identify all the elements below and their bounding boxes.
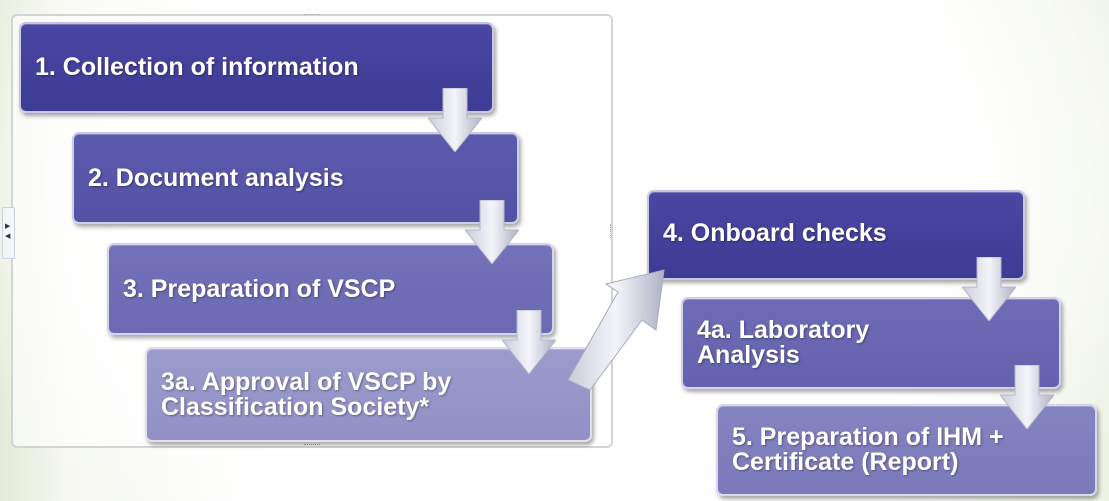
step-5-label: 5. Preparation of IHM + Certificate (Rep… (732, 423, 1004, 476)
arrow-down-icon (465, 200, 519, 264)
collapse-arrow-icon: ◀ (5, 233, 11, 240)
arrow-down-icon (1000, 365, 1054, 429)
step-4a-box[interactable]: 4a. Laboratory Analysis (681, 297, 1061, 389)
step-4a-label: 4a. Laboratory Analysis (697, 316, 870, 369)
step-3a-label: 3a. Approval of VSCP by Classification S… (161, 367, 452, 421)
arrow-down-icon (962, 257, 1016, 321)
step-2-box[interactable]: 2. Document analysis (72, 132, 519, 224)
text-pane-toggle[interactable]: ▶ ◀ (2, 207, 15, 259)
step-3a-box[interactable]: 3a. Approval of VSCP by Classification S… (145, 347, 592, 442)
resize-handle-right[interactable] (610, 224, 614, 238)
step-3-box[interactable]: 3. Preparation of VSCP (107, 243, 554, 335)
step-5-box[interactable]: 5. Preparation of IHM + Certificate (Rep… (716, 404, 1097, 496)
step-3-label: 3. Preparation of VSCP (123, 274, 396, 303)
arrow-down-icon (428, 88, 482, 152)
resize-handle-bottom[interactable] (304, 444, 320, 448)
expand-arrow-icon: ▶ (5, 223, 11, 230)
resize-handle-top[interactable] (304, 14, 320, 18)
step-2-label: 2. Document analysis (88, 163, 344, 192)
arrow-down-icon (502, 310, 556, 374)
step-4-label: 4. Onboard checks (663, 218, 887, 247)
step-1-label: 1. Collection of information (35, 53, 359, 81)
step-1-box[interactable]: 1. Collection of information (19, 22, 494, 113)
step-4-box[interactable]: 4. Onboard checks (647, 190, 1025, 280)
arrow-up-right-icon (567, 269, 665, 391)
